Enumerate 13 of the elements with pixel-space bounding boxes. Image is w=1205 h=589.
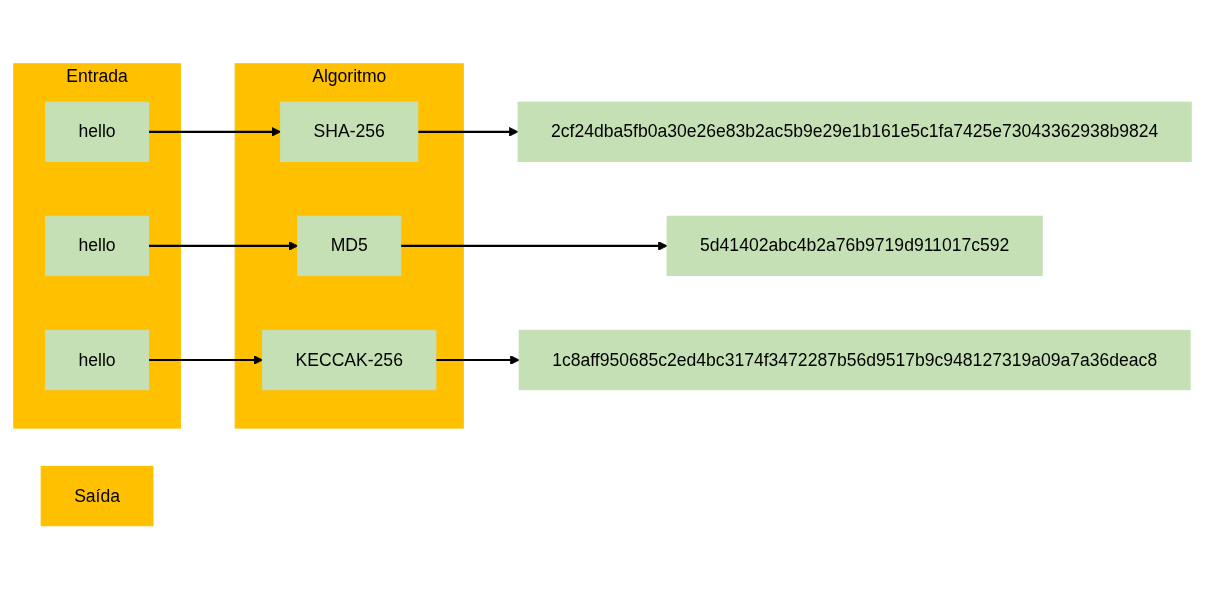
arrow <box>435 354 520 365</box>
node-box: SHA-256 <box>280 101 419 162</box>
node-box: hello <box>45 101 150 162</box>
node-box: hello <box>45 329 150 390</box>
arrow <box>400 240 668 251</box>
node-box: hello <box>45 215 150 276</box>
node-box: 2cf24dba5fb0a30e26e83b2ac5b9e29e1b161e5c1fa7425e73043362938b9824 <box>517 101 1192 162</box>
arrow <box>417 126 519 137</box>
node-box: Saída <box>40 465 154 526</box>
node-box: KECCAK-256 <box>262 329 437 390</box>
node-box: 5d41402abc4b2a76b9719d911017c592 <box>666 215 1043 276</box>
node-box: MD5 <box>297 215 402 276</box>
node-box: 1c8aff950685c2ed4bc3174f3472287b56d9517b9c948127319a09a7a36deac8 <box>518 329 1191 390</box>
